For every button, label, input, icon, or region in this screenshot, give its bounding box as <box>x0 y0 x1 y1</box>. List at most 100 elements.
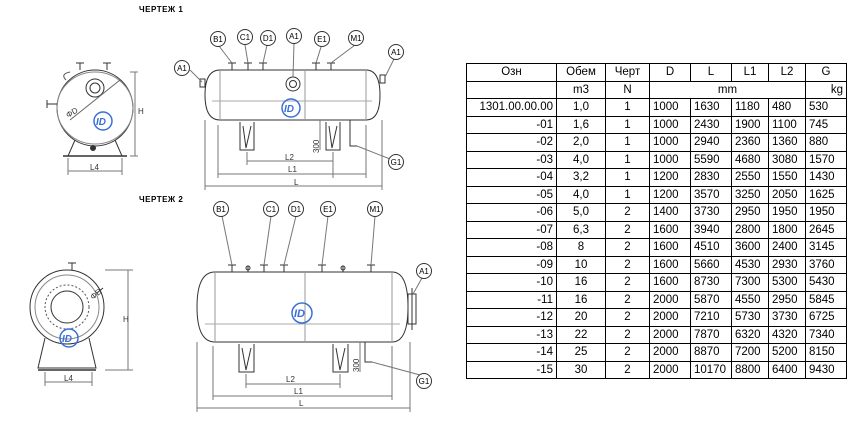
table-cell: 8870 <box>690 343 732 362</box>
table-cell: 1800 <box>768 220 806 239</box>
table-cell: 2 <box>605 220 650 239</box>
table-cell: -06 <box>466 203 557 222</box>
drawing1-l-label: L <box>294 178 299 187</box>
table-cell: 2,0 <box>556 133 606 152</box>
table-cell: -15 <box>466 360 557 379</box>
table-cell: 1950 <box>768 203 806 222</box>
col-header-chert: Черт <box>605 63 650 82</box>
table-cell: 4530 <box>731 255 769 274</box>
table-cell: 1900 <box>731 115 769 134</box>
table-cell: 2 <box>605 273 650 292</box>
drawing2-d1-label: D1 <box>291 205 302 214</box>
drawing1-a1-left-label: A1 <box>177 64 187 73</box>
table-cell: 1000 <box>649 150 691 169</box>
table-cell: -07 <box>466 220 557 239</box>
table-cell: 2400 <box>768 238 806 257</box>
table-cell: 480 <box>768 98 806 117</box>
drawing2-side-view <box>196 215 423 412</box>
drawing1-end-logo-icon: ID <box>93 111 113 131</box>
col-header-l1: L1 <box>731 63 769 82</box>
table-cell: 745 <box>805 115 847 134</box>
table-cell: 1550 <box>768 168 806 187</box>
table-cell: 1950 <box>805 203 847 222</box>
drawing2-l4-label: L4 <box>64 374 73 383</box>
drawing1-l4-label: L4 <box>90 163 99 172</box>
drawing1-c1-label: C1 <box>240 33 251 42</box>
table-cell: 4550 <box>731 290 769 309</box>
table-cell: 1430 <box>805 168 847 187</box>
table-cell: 3145 <box>805 238 847 257</box>
drawing1-300-label: 300 <box>312 139 321 153</box>
table-cell: 3080 <box>768 150 806 169</box>
drawing1-phi-label: ΦD <box>65 106 80 120</box>
spec-table: Озн Обем Черт D L L1 L2 G m3 N mm kg 130… <box>466 63 847 379</box>
table-cell: -05 <box>466 185 557 204</box>
svg-text:ID: ID <box>96 117 106 128</box>
table-cell: 2 <box>605 238 650 257</box>
table-cell: 8 <box>556 238 606 257</box>
table-cell: -01 <box>466 115 557 134</box>
table-cell: 1 <box>605 115 650 134</box>
drawing1-a1-right-label: A1 <box>391 48 401 57</box>
table-cell: 1 <box>605 133 650 152</box>
table-cell: 5300 <box>768 273 806 292</box>
drawing2-m1-label: M1 <box>369 205 381 214</box>
table-cell: 2360 <box>731 133 769 152</box>
table-cell: 2000 <box>649 360 691 379</box>
unit-empty <box>466 80 557 99</box>
unit-mm: mm <box>649 80 806 99</box>
table-cell: 8800 <box>731 360 769 379</box>
table-cell: 1180 <box>731 98 769 117</box>
drawing1-m1-label: M1 <box>350 34 362 43</box>
table-cell: 7200 <box>731 343 769 362</box>
drawing1-e1-label: E1 <box>317 35 327 44</box>
table-cell: 2 <box>605 325 650 344</box>
table-cell: 4320 <box>768 325 806 344</box>
drawing1-l2-label: L2 <box>285 153 294 162</box>
table-cell: 1301.00.00.00 <box>466 98 557 117</box>
table-cell: 5200 <box>768 343 806 362</box>
drawing2-b1-label: B1 <box>216 205 226 214</box>
table-cell: 7300 <box>731 273 769 292</box>
drawing1-a1-top-label: A1 <box>289 32 299 41</box>
drawing1-b1-label: B1 <box>213 35 223 44</box>
table-cell: 5590 <box>690 150 732 169</box>
table-cell: 2645 <box>805 220 847 239</box>
drawing1-h-label: H <box>138 107 144 116</box>
table-cell: 1,6 <box>556 115 606 134</box>
table-cell: 3250 <box>731 185 769 204</box>
table-cell: 5870 <box>690 290 732 309</box>
table-cell: 2 <box>605 360 650 379</box>
table-header-row: Озн Обем Черт D L L1 L2 G <box>466 63 847 82</box>
table-cell: 3760 <box>805 255 847 274</box>
table-cell: 10170 <box>690 360 732 379</box>
table-cell: 1600 <box>649 220 691 239</box>
table-cell: 2 <box>605 290 650 309</box>
table-cell: 2000 <box>649 343 691 362</box>
drawing1-logo-icon: ID <box>281 98 301 118</box>
unit-chert: N <box>605 80 650 99</box>
table-cell: 530 <box>805 98 847 117</box>
table-cell: 22 <box>556 325 606 344</box>
table-cell: 1360 <box>768 133 806 152</box>
table-cell: 1200 <box>649 168 691 187</box>
table-cell: 1000 <box>649 133 691 152</box>
col-header-ozn: Озн <box>466 63 557 82</box>
table-cell: 5660 <box>690 255 732 274</box>
table-cell: 2550 <box>731 168 769 187</box>
table-cell: 1600 <box>649 238 691 257</box>
table-cell: -11 <box>466 290 557 309</box>
table-cell: 3730 <box>690 203 732 222</box>
table-cell: 2940 <box>690 133 732 152</box>
table-cell: 5730 <box>731 308 769 327</box>
table-cell: 1630 <box>690 98 732 117</box>
technical-drawing: H L4 ΦD <box>29 28 432 412</box>
